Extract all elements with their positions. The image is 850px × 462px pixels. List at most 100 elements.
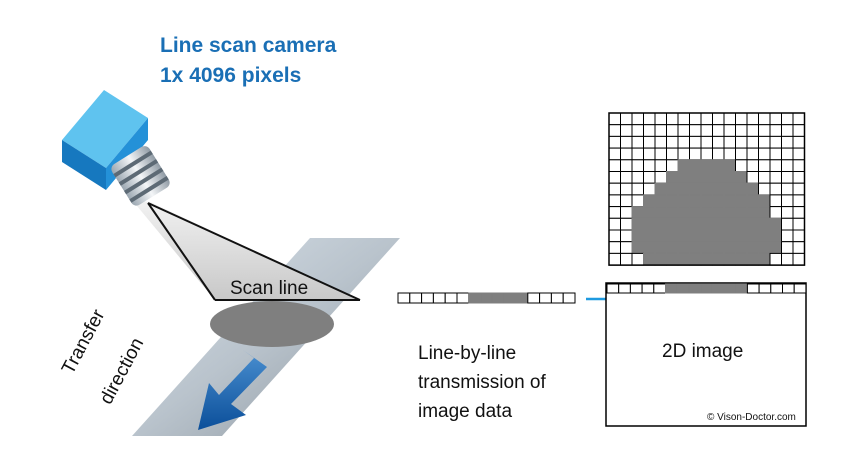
grid-pixel [620,147,633,161]
grid-pixel [666,217,679,231]
grid-pixel [631,112,644,126]
row-pixel [746,283,760,294]
grid-pixel [781,147,794,161]
grid-pixel [769,182,782,196]
grid-pixel [700,135,713,149]
grid-pixel [746,194,759,208]
grid-pixel [620,206,633,219]
grid-pixel [758,241,771,254]
grid-pixel [758,229,771,243]
row-pixel [758,283,772,294]
grid-pixel [781,135,794,149]
grid-pixel [608,124,621,137]
transmission-line1: Line-by-line [418,343,517,364]
line-pixel [491,292,505,304]
grid-pixel [723,194,736,208]
grid-pixel [654,124,667,137]
grid-pixel [677,159,690,173]
grid-pixel [769,112,782,126]
grid-pixel [758,252,771,266]
grid-pixel [769,135,782,149]
current-pixel-row [606,283,807,294]
grid-pixel [677,182,690,196]
grid-pixel [781,182,794,196]
grid-pixel [746,135,759,149]
grid-pixel [654,206,667,219]
grid-pixel [758,135,771,149]
grid-pixel [792,252,805,266]
grid-pixel [700,194,713,208]
grid-pixel [792,135,805,149]
grid-pixel [608,229,621,243]
row-pixel [782,283,795,294]
grid-pixel [666,135,679,149]
grid-pixel [723,241,736,254]
grid-pixel [781,252,794,266]
grid-pixel [620,229,633,243]
grid-pixel [608,217,621,231]
grid-pixel [746,147,759,161]
line-scan-camera-icon [62,90,170,206]
line-pixel [444,292,458,304]
grid-pixel [735,182,748,196]
grid-pixel [654,147,667,161]
grid-pixel [746,252,759,266]
grid-pixel [643,159,656,173]
grid-pixel [677,241,690,254]
row-pixel [711,283,725,294]
row-pixel [723,283,737,294]
grid-pixel [643,206,656,219]
grid-pixel [723,112,736,126]
grid-pixel [723,252,736,266]
copyright-text: © Vison-Doctor.com [707,412,796,423]
row-pixel [618,283,631,294]
grid-pixel [643,217,656,231]
grid-pixel [700,241,713,254]
grid-pixel [769,252,782,266]
grid-pixel [643,229,656,243]
grid-pixel [769,206,782,219]
grid-pixel [689,147,702,161]
grid-pixel [620,241,633,254]
row-pixel [688,283,702,294]
grid-pixel [654,252,667,266]
grid-pixel [654,159,667,173]
grid-pixel [643,194,656,208]
grid-pixel [666,206,679,219]
grid-pixel [792,241,805,254]
grid-border [608,112,806,266]
grid-pixel [666,124,679,137]
grid-pixel [666,147,679,161]
grid-pixel [677,135,690,149]
transmission-line2: transmission of [418,372,546,393]
grid-pixel [677,112,690,126]
grid-pixel [712,124,725,137]
grid-pixel [643,112,656,126]
grid-pixel [620,252,633,266]
grid-pixel [643,171,656,184]
grid-pixel [723,124,736,137]
line-pixel [409,292,423,304]
grid-pixel [723,182,736,196]
grid-pixel [654,241,667,254]
grid-pixel [781,241,794,254]
grid-pixel [746,206,759,219]
grid-pixel [700,206,713,219]
grid-pixel [677,252,690,266]
grid-pixel [608,206,621,219]
grid-pixel [631,147,644,161]
row-pixel [735,283,748,294]
grid-pixel [712,229,725,243]
grid-pixel [746,171,759,184]
grid-pixel [689,194,702,208]
grid-pixel [712,112,725,126]
grid-pixel [631,159,644,173]
line-pixel [550,292,564,304]
grid-pixel [654,135,667,149]
grid-pixel [781,171,794,184]
grid-pixel [769,159,782,173]
grid-pixel [712,241,725,254]
grid-pixel [608,171,621,184]
transfer-direction-label: Transfer direction [58,306,168,428]
